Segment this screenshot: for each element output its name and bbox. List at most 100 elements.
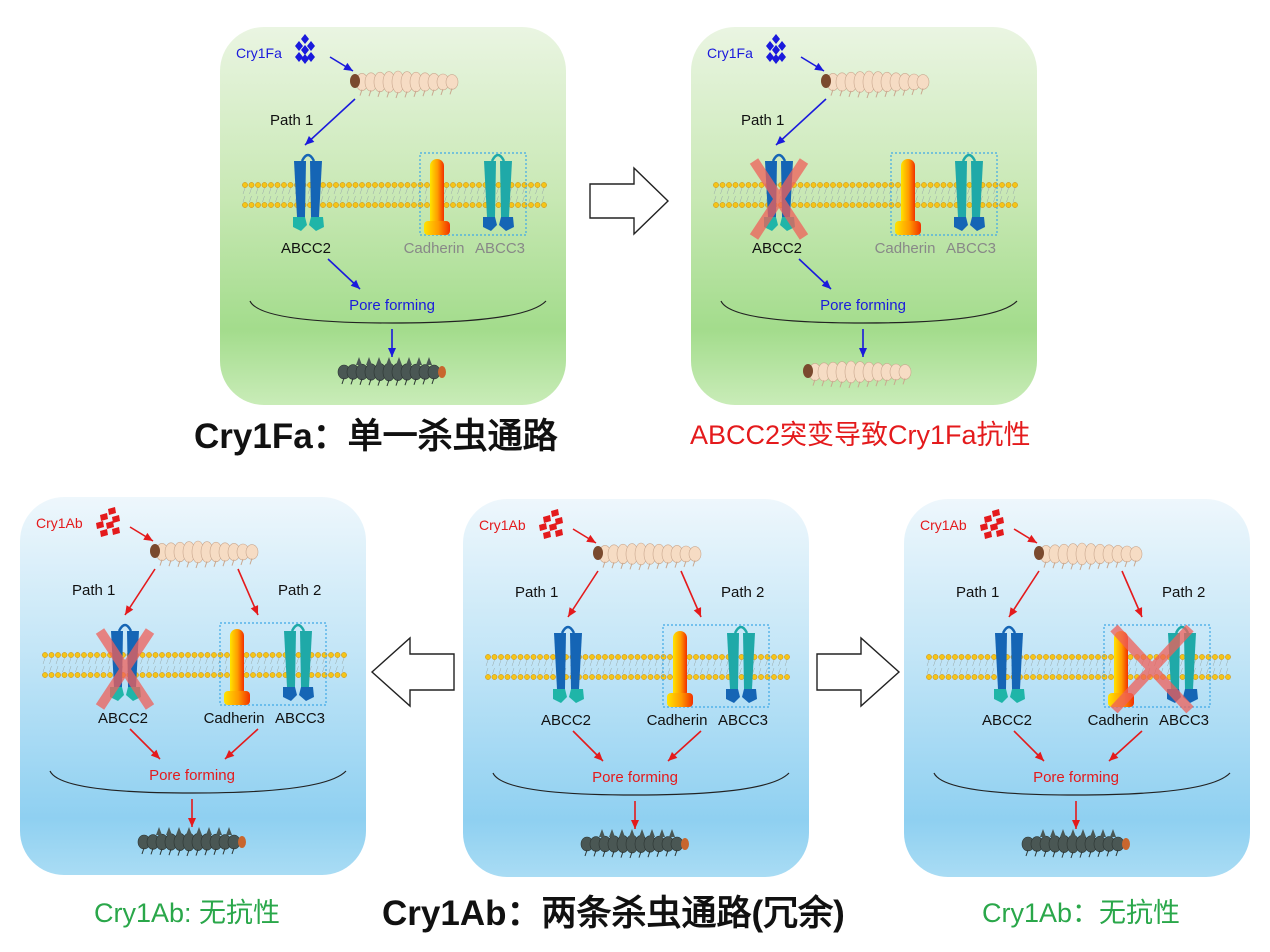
dead-larva-icon — [1021, 829, 1130, 859]
larva-head — [238, 836, 246, 848]
abcc2-knockout-x-icon — [95, 628, 155, 710]
larva-feeding-icon — [821, 70, 930, 99]
abcc2-label: ABCC2 — [752, 240, 802, 257]
transition-arrow-right-icon — [816, 636, 901, 708]
arrow-path2 — [1121, 570, 1143, 618]
abcc3-label: ABCC3 — [1159, 712, 1209, 729]
arrow-to-outcome — [1072, 801, 1080, 829]
caption-abcc2-mutation-resistance: ABCC2突变导致Cry1Fa抗性 — [690, 420, 1031, 450]
arrow-path1 — [567, 570, 599, 618]
gut-epithelium-curve — [933, 772, 1231, 796]
gut-epithelium-curve — [49, 770, 347, 794]
toxin-label: Cry1Fa — [236, 45, 282, 61]
cadherin-label: Cadherin — [404, 240, 465, 257]
abcc3-receptor-icon — [283, 623, 314, 701]
arrow-path1 — [304, 98, 356, 146]
path1-label: Path 1 — [72, 582, 115, 599]
larva-feeding-icon — [150, 540, 259, 569]
pore-forming-label: Pore forming — [349, 297, 435, 314]
abcc3-label: ABCC3 — [475, 240, 525, 257]
larva-head — [821, 74, 831, 88]
arrow-abcc2-to-pore — [129, 728, 161, 760]
path2-label: Path 2 — [721, 584, 764, 601]
abcc2-label: ABCC2 — [281, 240, 331, 257]
larva-head — [1034, 546, 1044, 560]
larva-head — [593, 546, 603, 560]
path2-receptor-box — [890, 152, 998, 236]
arrow-abcc2-to-pore — [798, 258, 832, 290]
larva-feeding-icon — [593, 542, 702, 571]
toxin-diamonds-icon — [766, 34, 786, 64]
larva-head — [438, 366, 446, 378]
abcc2-receptor-icon — [553, 625, 584, 703]
abcc3-receptor-icon — [483, 153, 514, 231]
toxin-label: Cry1Fa — [707, 45, 753, 61]
larva-head — [681, 838, 689, 850]
cadherin-receptor-icon — [424, 159, 450, 235]
caption-cry1fa-single-path: Cry1Fa：单一杀虫通路 — [194, 417, 558, 456]
arrow-to-outcome — [859, 329, 867, 357]
arrow-path2-to-pore — [667, 730, 702, 762]
abcc2-receptor-icon — [994, 625, 1025, 703]
arrow-path1 — [775, 98, 827, 146]
transition-arrow-right-icon — [589, 166, 670, 236]
larva-head — [350, 74, 360, 88]
cadherin-label: Cadherin — [204, 710, 265, 727]
larva-head — [803, 364, 813, 378]
arrow-to-outcome — [631, 801, 639, 829]
gut-epithelium-curve — [720, 300, 1018, 324]
larva-head — [1122, 838, 1130, 850]
arrow-abcc2-to-pore — [327, 258, 361, 290]
cadherin-label: Cadherin — [647, 712, 708, 729]
cadherin-receptor-icon — [895, 159, 921, 235]
abcc3-receptor-icon — [726, 625, 757, 703]
gut-epithelium-curve — [249, 300, 547, 324]
path2-knockout-x-icon — [1110, 624, 1194, 714]
abcc2-receptor-icon — [293, 153, 324, 231]
abcc2-knockout-x-icon — [749, 158, 809, 240]
path2-receptor-box — [1103, 624, 1211, 708]
arrow-toxin-to-larva — [572, 528, 597, 544]
caption-cry1ab-no-resistance-right: Cry1Ab：无抗性 — [982, 898, 1181, 928]
path1-label: Path 1 — [741, 112, 784, 129]
arrow-path1 — [124, 568, 156, 616]
path1-label: Path 1 — [270, 112, 313, 129]
abcc3-label: ABCC3 — [718, 712, 768, 729]
pore-forming-label: Pore forming — [820, 297, 906, 314]
abcc2-label: ABCC2 — [98, 710, 148, 727]
larva-feeding-icon — [350, 70, 459, 99]
arrow-path1 — [1008, 570, 1040, 618]
abcc2-label: ABCC2 — [982, 712, 1032, 729]
toxin-label: Cry1Ab — [36, 515, 83, 531]
arrow-path2 — [237, 568, 259, 616]
path1-label: Path 1 — [956, 584, 999, 601]
live-larva-icon — [803, 360, 912, 389]
dead-larva-icon — [137, 827, 246, 857]
cadherin-label: Cadherin — [875, 240, 936, 257]
toxin-diamonds-icon — [295, 34, 315, 64]
abcc2-label: ABCC2 — [541, 712, 591, 729]
toxin-squares-icon — [539, 509, 563, 539]
cadherin-receptor-icon — [667, 631, 693, 707]
pore-forming-label: Pore forming — [1033, 769, 1119, 786]
cadherin-receptor-icon — [224, 629, 250, 705]
arrow-toxin-to-larva — [800, 56, 825, 72]
caption-cry1ab-no-resistance-left: Cry1Ab: 无抗性 — [94, 898, 281, 928]
arrow-toxin-to-larva — [1013, 528, 1038, 544]
arrow-abcc2-to-pore — [572, 730, 604, 762]
lipid-bilayer — [42, 652, 347, 678]
path2-label: Path 2 — [278, 582, 321, 599]
dead-larva-icon — [337, 357, 446, 387]
arrow-toxin-to-larva — [129, 526, 154, 542]
gut-epithelium-curve — [492, 772, 790, 796]
abcc3-label: ABCC3 — [275, 710, 325, 727]
abcc3-receptor-icon — [954, 153, 985, 231]
